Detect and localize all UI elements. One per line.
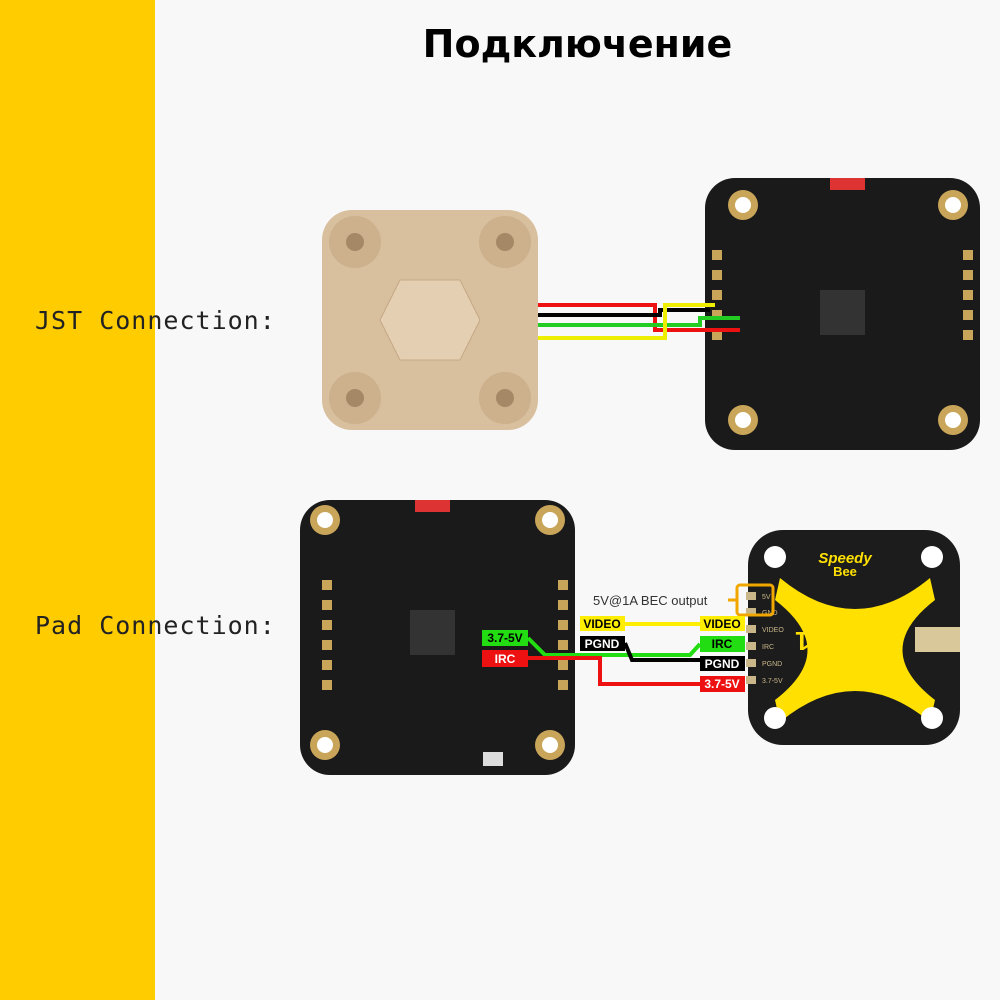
vtx-model-label: TX800-1 [795, 626, 895, 656]
vtx-brand-logo: Speedy [818, 550, 872, 567]
page-title: Подключение [422, 22, 733, 66]
vtx-pad-label: VIDEO [762, 627, 784, 634]
pad-connection-label: Pad Connection: [35, 611, 276, 640]
vtx-pad-label: IRC [762, 644, 774, 651]
fc-tag-3v7-5v: 3.7-5V [487, 631, 522, 645]
jst-connection-label: JST Connection: [35, 306, 276, 335]
flight-controller-bottom [300, 500, 575, 775]
vtx-pad-label: PGND [762, 661, 782, 668]
bec-output-label: 5V@1A BEC output [593, 593, 708, 608]
fc-tag-irc: IRC [495, 652, 516, 666]
vtx-tag-video: VIDEO [703, 617, 740, 631]
fc-tag-pgnd: PGND [585, 637, 620, 651]
gold-vtx-module [322, 210, 538, 430]
fc-tag-video: VIDEO [583, 617, 620, 631]
vtx-tag-3v7-5v: 3.7-5V [704, 677, 739, 691]
svg-text:Bee: Bee [833, 564, 857, 579]
vtx-tag-irc: IRC [712, 637, 733, 651]
yellow-side-strip [0, 0, 155, 1000]
vtx-pad-label: 5V [762, 594, 771, 601]
jst-wires [538, 303, 740, 340]
vtx-tag-pgnd: PGND [705, 657, 740, 671]
speedybee-vtx-module: Speedy Bee TX800-1 5V GND VIDEO IRC PGND… [746, 530, 960, 745]
pad-wires [526, 622, 702, 686]
vtx-pad-label: 3.7-5V [762, 678, 783, 685]
flight-controller-top [705, 178, 980, 450]
